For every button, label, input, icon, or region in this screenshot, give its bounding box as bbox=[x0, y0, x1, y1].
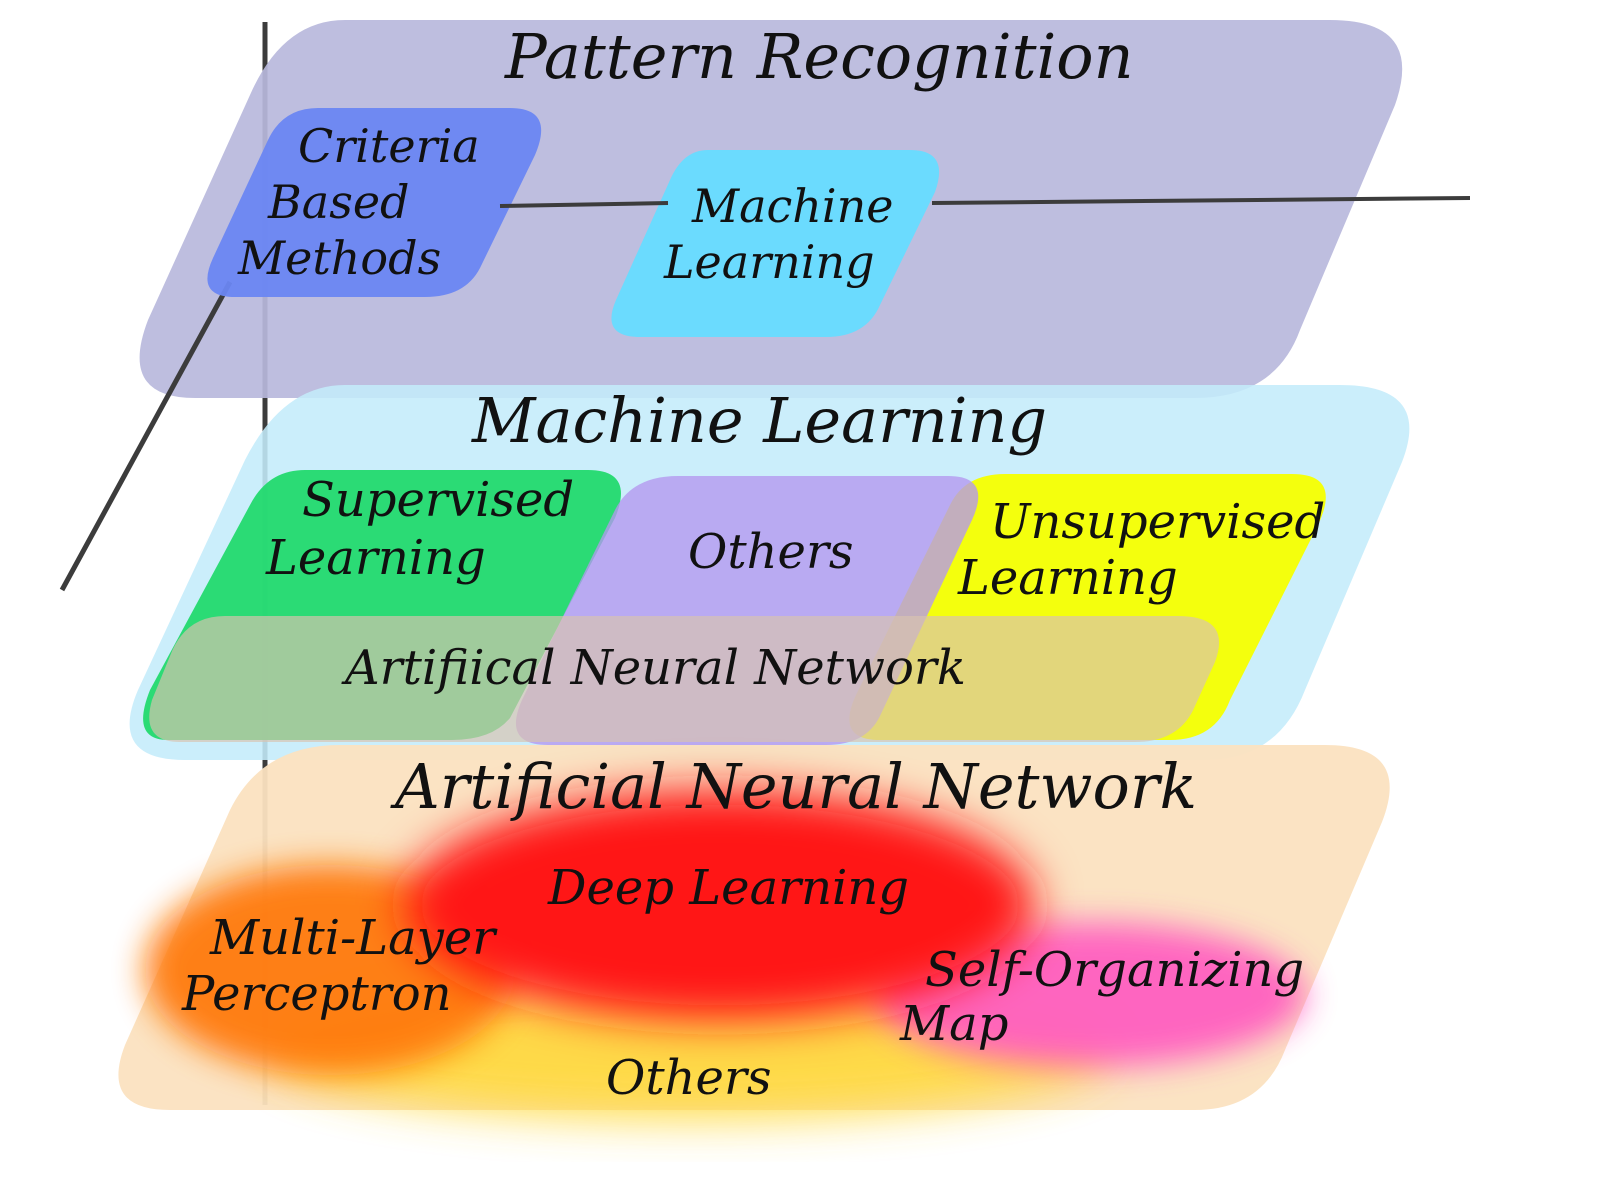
mlp-label-line-1: Multi-Layer bbox=[209, 910, 498, 966]
ann-others-label: Others bbox=[606, 1050, 772, 1106]
ann-band-label: Artifiical Neural Network bbox=[341, 640, 966, 696]
artificial-neural-network-band bbox=[149, 616, 1220, 742]
horizontal-axis-line-left bbox=[499, 201, 669, 208]
diagonal-axis-line bbox=[59, 280, 233, 592]
criteria-label-line-1: Criteria bbox=[298, 119, 480, 173]
unsupervised-label-line-2: Learning bbox=[957, 550, 1178, 606]
som-label-line-1: Self-Organizing bbox=[925, 942, 1304, 998]
pattern-recognition-title: Pattern Recognition bbox=[504, 20, 1134, 93]
horizontal-axis-line-right bbox=[931, 196, 1471, 205]
ml-others-label: Others bbox=[688, 524, 854, 580]
som-label-line-2: Map bbox=[899, 996, 1009, 1052]
machine-learning-title: Machine Learning bbox=[471, 384, 1047, 457]
unsupervised-label-line-1: Unsupervised bbox=[990, 494, 1325, 550]
artificial-neural-network-title: Artificial Neural Network bbox=[390, 750, 1197, 823]
supervised-label-line-2: Learning bbox=[265, 530, 486, 586]
machine-learning-region bbox=[611, 150, 940, 337]
deep-learning-label: Deep Learning bbox=[547, 860, 909, 916]
criteria-based-methods-region bbox=[207, 108, 542, 297]
pr-machine-label-line-2: Learning bbox=[663, 235, 875, 289]
deep-learning-blob bbox=[405, 790, 1035, 1020]
pr-machine-label-line-1: Machine bbox=[691, 179, 893, 233]
criteria-label-line-2: Based bbox=[267, 175, 410, 229]
supervised-label-line-1: Supervised bbox=[302, 472, 574, 528]
criteria-label-line-3: Methods bbox=[237, 231, 441, 285]
mlp-label-line-2: Perceptron bbox=[181, 966, 452, 1022]
